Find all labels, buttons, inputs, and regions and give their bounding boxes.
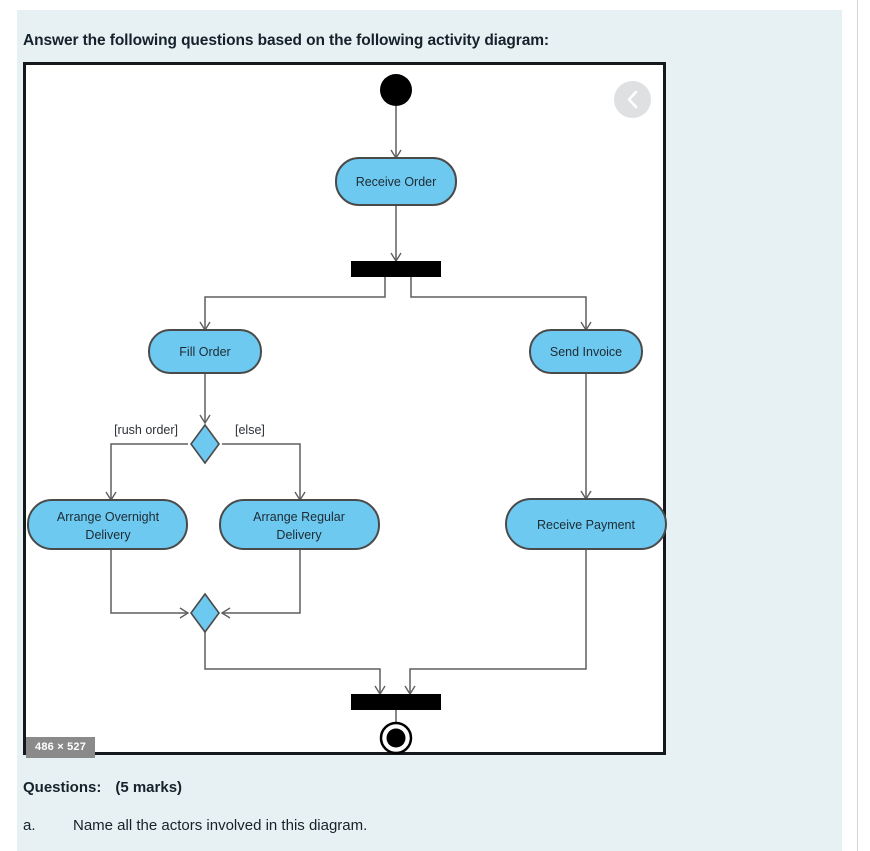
- activity-diagram-image[interactable]: Receive Order Fill Order Send Invoice [r…: [23, 62, 667, 758]
- question-letter: a.: [23, 817, 36, 834]
- activity-node-fill-order: Fill Order: [148, 329, 262, 374]
- edge-receive-payment-to-join: [404, 549, 587, 696]
- previous-image-button[interactable]: [614, 81, 651, 118]
- merge-diamond: [190, 592, 220, 634]
- node-label: Receive Order: [356, 175, 437, 189]
- decision-diamond: [190, 423, 220, 465]
- chevron-left-icon: [627, 90, 638, 109]
- edge-regular-to-merge: [220, 549, 301, 619]
- question-text: Name all the actors involved in this dia…: [73, 817, 368, 834]
- edge-overnight-to-merge: [110, 549, 190, 619]
- node-label-line1: Arrange Overnight: [57, 510, 160, 524]
- image-size-badge: 486 × 527: [26, 737, 96, 758]
- questions-heading: Questions: (5 marks): [23, 779, 182, 796]
- activity-node-send-invoice: Send Invoice: [529, 329, 643, 374]
- activity-diagram-svg: Receive Order Fill Order Send Invoice [r…: [27, 74, 667, 755]
- edge-fork-to-fill-order: [199, 277, 386, 332]
- edge-decision-to-regular: [222, 443, 306, 502]
- right-divider: [857, 0, 858, 851]
- node-label: Send Invoice: [550, 345, 622, 359]
- edge-decision-to-overnight: [105, 443, 188, 502]
- questions-marks: (5 marks): [115, 779, 183, 796]
- activity-node-arrange-overnight-delivery: Arrange Overnight Delivery: [27, 499, 188, 550]
- node-label-line2: Delivery: [85, 528, 131, 542]
- activity-node-receive-payment: Receive Payment: [505, 498, 667, 550]
- node-label: Fill Order: [179, 345, 230, 359]
- activity-node-arrange-regular-delivery: Arrange Regular Delivery: [219, 499, 380, 550]
- initial-node: [380, 74, 412, 106]
- node-label: Receive Payment: [537, 518, 635, 532]
- activity-node-receive-order: Receive Order: [335, 157, 457, 206]
- fork-bar: [351, 261, 441, 277]
- node-label-line2: Delivery: [276, 528, 322, 542]
- guard-label-rush-order: [rush order]: [114, 423, 178, 437]
- page-title: Answer the following questions based on …: [23, 32, 549, 49]
- question-item-a: a. Name all the actors involved in this d…: [23, 817, 367, 834]
- node-label-line1: Arrange Regular: [253, 510, 345, 524]
- edge-merge-to-join: [204, 632, 386, 696]
- edge-fork-to-send-invoice: [410, 277, 592, 332]
- guard-label-else: [else]: [235, 423, 265, 437]
- questions-label: Questions:: [23, 779, 102, 796]
- final-node: [379, 721, 413, 755]
- join-bar: [351, 694, 441, 710]
